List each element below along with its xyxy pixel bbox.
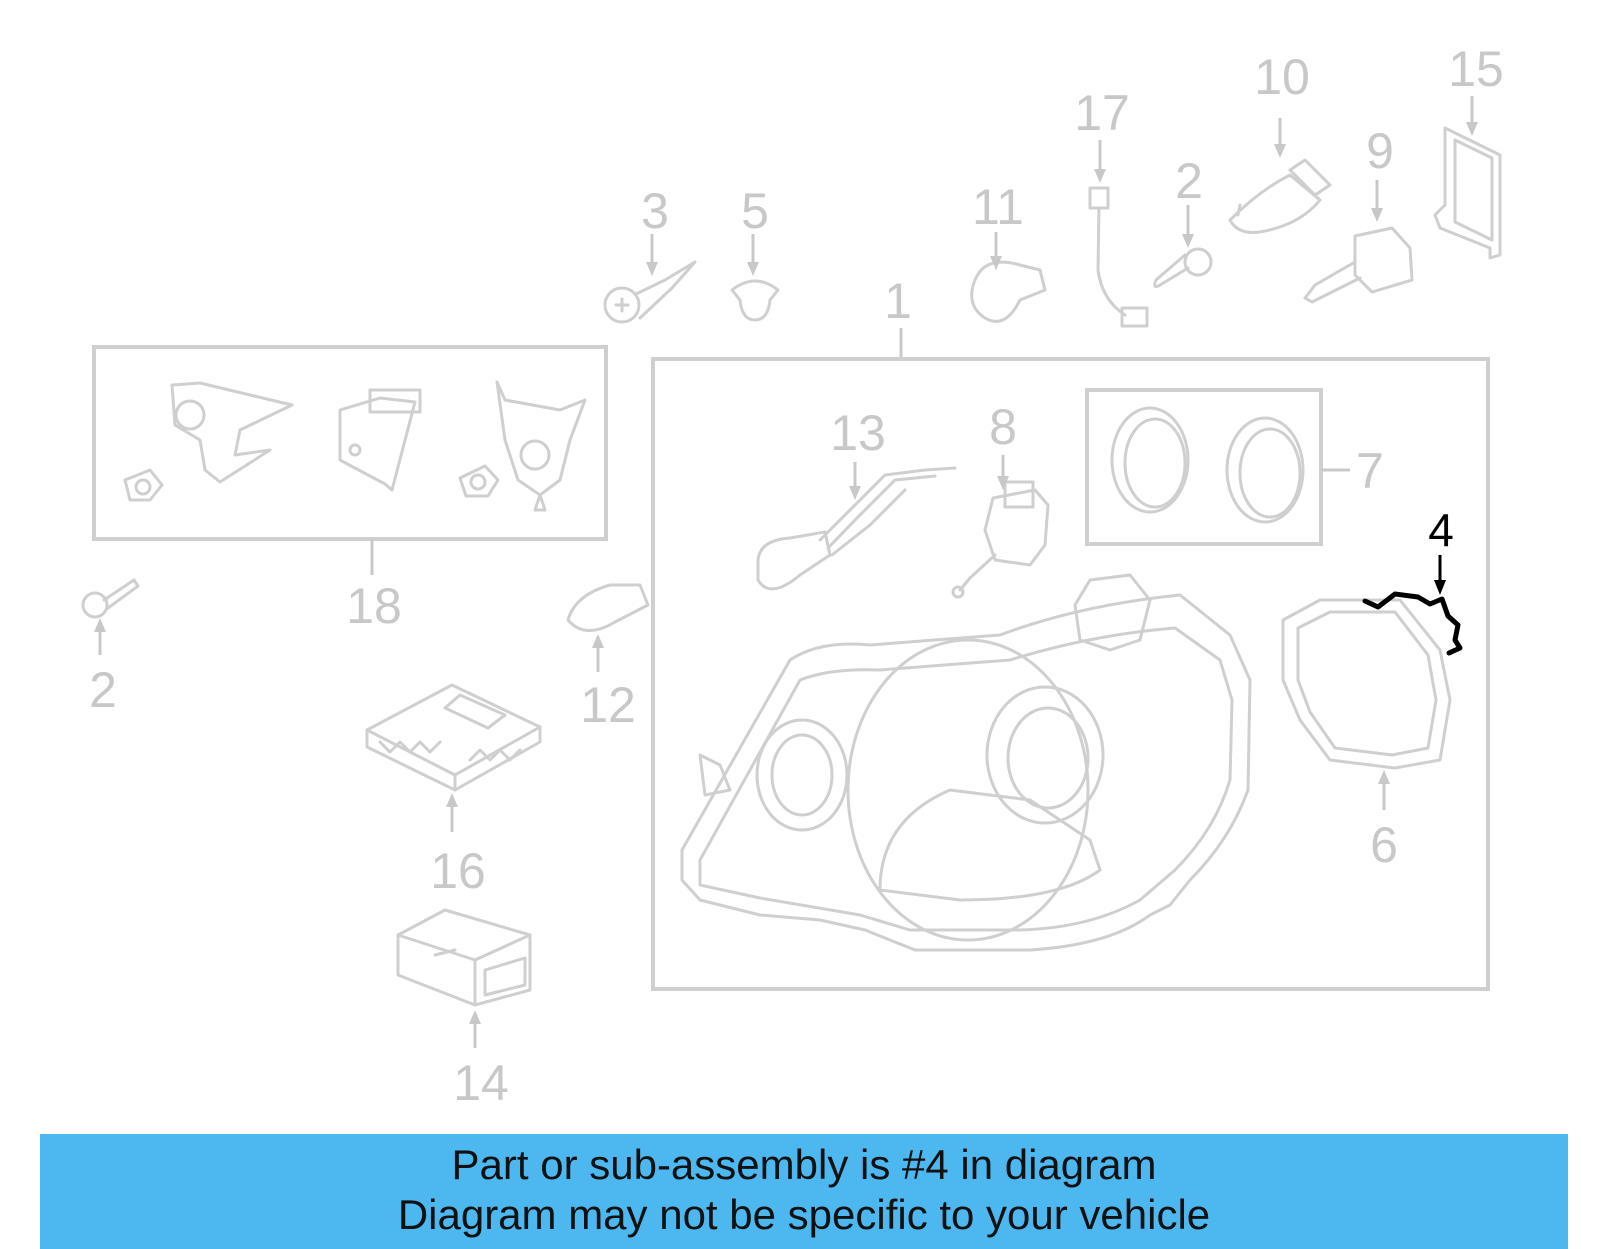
plug-5 [730, 279, 780, 322]
callout-2-left: 2 [89, 662, 117, 718]
callout-4: 4 [1428, 504, 1454, 556]
callout-16: 16 [430, 843, 486, 899]
callout-18: 18 [346, 578, 402, 634]
callout-14: 14 [453, 1055, 509, 1111]
level-motor-8 [951, 480, 1050, 599]
module-15 [1433, 126, 1502, 260]
cover-6 [1281, 598, 1452, 770]
banner-line-2: Diagram may not be specific to your vehi… [397, 1191, 1211, 1238]
bulb-10 [1228, 158, 1332, 234]
xenon-bulb-9 [1303, 226, 1414, 304]
callout-15: 15 [1448, 41, 1504, 97]
callout-12: 12 [580, 677, 636, 733]
banner-line-1: Part or sub-assembly is #4 in diagram [451, 1141, 1157, 1188]
screw-2-left [81, 578, 140, 619]
callout-3: 3 [641, 183, 669, 239]
bulb-11 [970, 260, 1047, 323]
callout-17: 17 [1074, 85, 1130, 141]
headlamp-housing [680, 573, 1252, 952]
kit-box-18 [92, 345, 608, 541]
headlamp-assembly-box-1 [651, 357, 1490, 991]
parts-diagram: 18 2 3 5 11 17 2 [81, 41, 1504, 1111]
bracket-kit-parts [123, 380, 587, 512]
callout-5: 5 [741, 183, 769, 239]
trim-rings-7 [1110, 406, 1305, 524]
control-module-14 [396, 908, 532, 1007]
ballast-16 [365, 683, 542, 792]
screw-3 [603, 260, 697, 324]
callout-1: 1 [884, 273, 912, 329]
callout-8: 8 [989, 399, 1017, 455]
bulb-12 [566, 583, 650, 632]
callout-11: 11 [972, 179, 1024, 235]
callout-13: 13 [830, 405, 886, 461]
socket-harness-13 [756, 466, 957, 591]
callout-9: 9 [1366, 123, 1394, 179]
screw-2-top [1153, 247, 1213, 289]
callout-6: 6 [1370, 817, 1398, 873]
pigtail-17 [1088, 186, 1149, 328]
rings-box-7 [1085, 388, 1323, 546]
info-banner: Part or sub-assembly is #4 in diagram Di… [40, 1134, 1568, 1249]
callout-10: 10 [1254, 49, 1310, 105]
callout-2-top: 2 [1175, 153, 1203, 209]
callout-7: 7 [1356, 443, 1384, 499]
wire-harness-4 [1362, 591, 1463, 656]
